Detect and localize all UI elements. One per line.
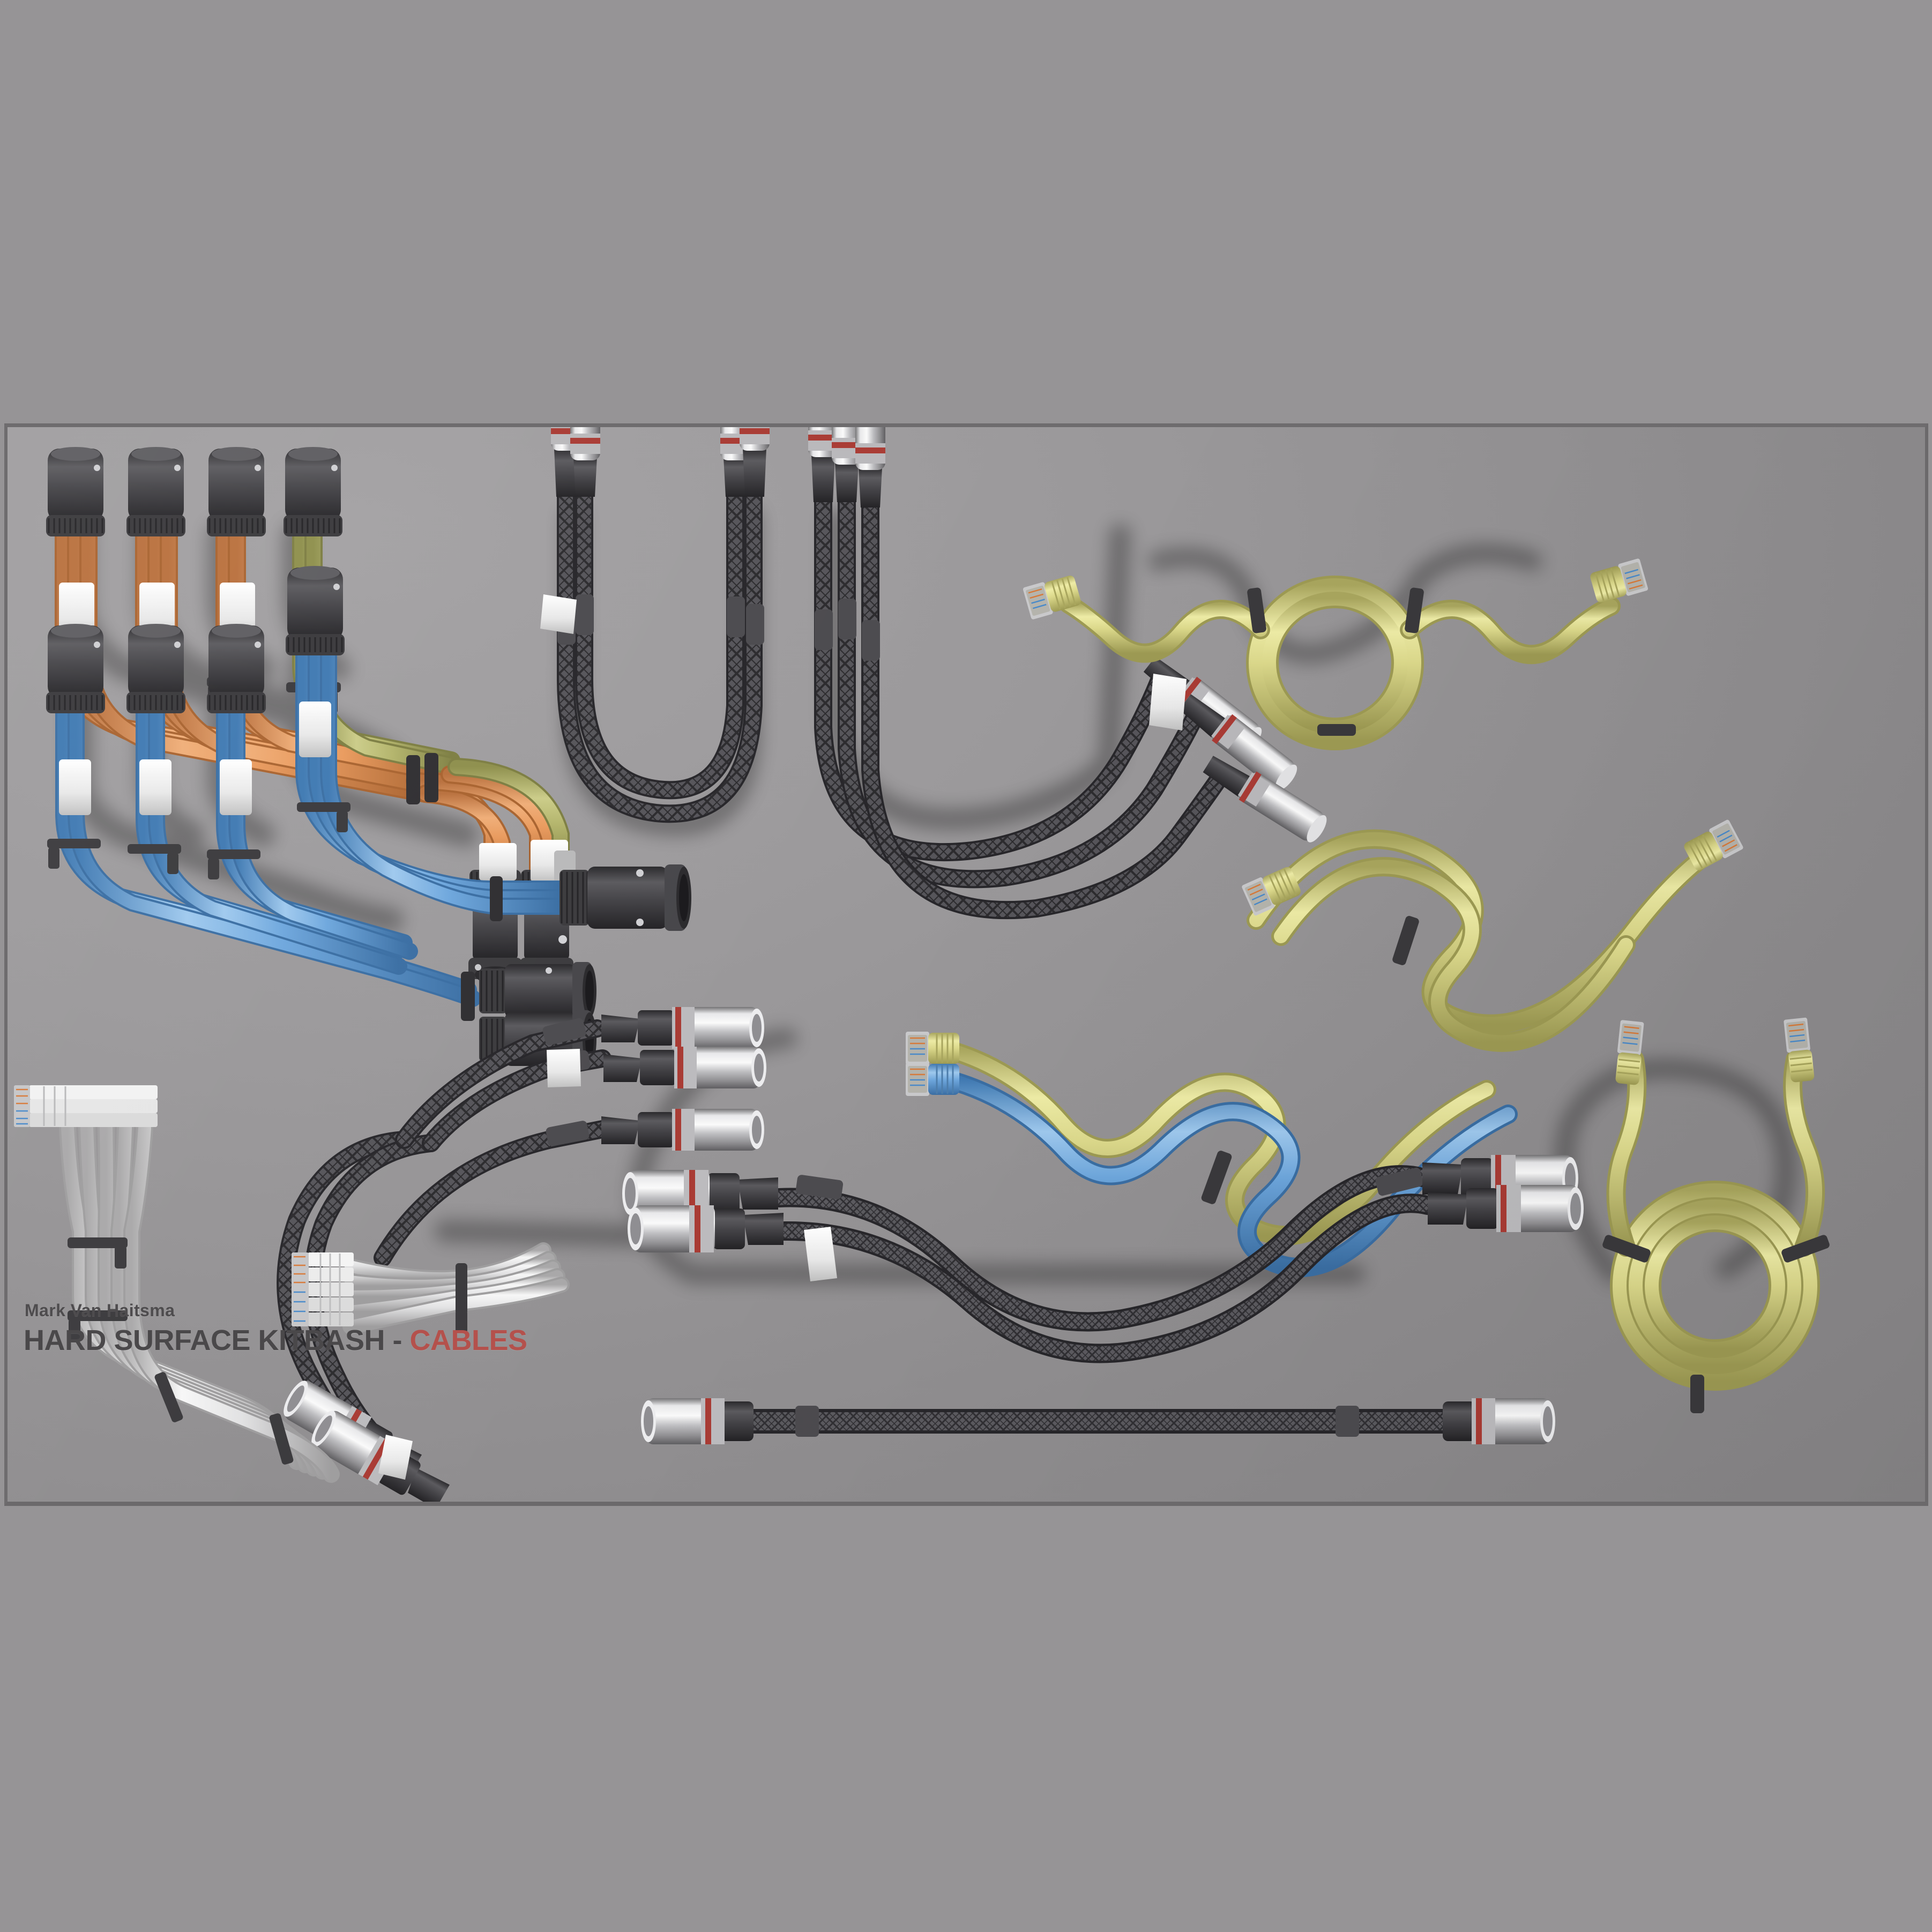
cable-flag-tag [378, 1435, 413, 1480]
zip-tie [1392, 916, 1419, 965]
sleeve-clamp [557, 594, 764, 645]
cable-flag-tag [547, 1049, 581, 1087]
zip-tie [1602, 1235, 1830, 1413]
circular-connector[interactable] [46, 624, 105, 713]
group-yellow-ethernet-coil-top [1023, 558, 1648, 750]
circular-connector[interactable] [126, 624, 185, 713]
rj45-plug[interactable] [1023, 573, 1082, 620]
white-rj45-breakout-a [14, 1085, 340, 1483]
circular-connector-row-top [46, 447, 342, 536]
zip-ties-blue [47, 802, 503, 921]
chrome-connector[interactable] [628, 1205, 784, 1252]
rj45-plug[interactable] [1589, 558, 1648, 605]
group-yellow-ethernet-coil-bottom [1602, 1017, 1830, 1413]
author-name: Mark Van Haitsma [25, 1301, 175, 1320]
group-braided-right-sweeps [808, 427, 1331, 920]
circular-connector[interactable] [126, 447, 185, 536]
rj45-plug[interactable] [1614, 1020, 1645, 1085]
group-braided-long-sweep [622, 1155, 1584, 1363]
chrome-connector[interactable] [855, 427, 885, 508]
heatshrink-labels-blue [59, 702, 331, 815]
chrome-connector[interactable] [1428, 1185, 1584, 1232]
zip-tie [68, 1237, 294, 1465]
chrome-connector[interactable] [603, 1047, 766, 1088]
circular-connector[interactable] [207, 624, 266, 713]
circular-connector-row-mid [46, 566, 345, 713]
circular-connector[interactable] [207, 447, 266, 536]
circular-connector[interactable] [46, 447, 105, 536]
chrome-connector[interactable] [1176, 687, 1302, 795]
chrome-connector[interactable] [1200, 748, 1331, 846]
chrome-connector[interactable] [832, 427, 862, 502]
rj45-cluster[interactable] [292, 1252, 354, 1326]
inline-circular-connector[interactable] [560, 864, 691, 931]
zip-tie-bundle [406, 753, 438, 804]
cable-flag-tag [804, 1227, 837, 1281]
circular-connector[interactable] [286, 566, 345, 655]
circular-connector[interactable] [284, 447, 342, 536]
group-braided-straight-jumper [641, 1398, 1555, 1444]
chrome-connector[interactable] [641, 1398, 754, 1444]
sleeve-clamp [815, 599, 880, 661]
chrome-connector[interactable] [1443, 1398, 1555, 1444]
render-panel: Mark Van Haitsma HARD SURFACE KITBASH - … [4, 423, 1928, 1506]
chrome-connector[interactable] [740, 427, 770, 497]
rj45-plug[interactable] [906, 1032, 959, 1065]
chrome-connector[interactable] [601, 1109, 764, 1151]
chrome-connector[interactable] [570, 427, 600, 497]
sleeve-clamp [795, 1167, 1423, 1199]
chrome-connector[interactable] [808, 427, 838, 502]
caption-block: Mark Van Haitsma HARD SURFACE KITBASH - … [24, 1301, 527, 1357]
group-white-rj45-breakouts [14, 1085, 570, 1483]
group-yellow-ethernet-figure8 [1241, 819, 1744, 1052]
rj45-plug[interactable] [1241, 864, 1303, 916]
chrome-connector[interactable] [601, 1007, 764, 1049]
zip-tie [1201, 1151, 1232, 1204]
group-yellow-blue-ethernet-pair [906, 1032, 1518, 1278]
rj45-plug[interactable] [1682, 819, 1744, 873]
cable-artwork [14, 427, 1830, 1502]
cable-flag-tag [1149, 674, 1187, 730]
group-braided-y-splitter-center [277, 1007, 766, 1502]
zip-tie [456, 1263, 467, 1333]
zip-tie [1247, 587, 1424, 736]
cable-flag-tag [540, 594, 577, 634]
rj45-plug[interactable] [1784, 1017, 1815, 1083]
sleeve-clamp [795, 1406, 1359, 1437]
rj45-plug[interactable] [906, 1063, 959, 1096]
group-braided-u-loop [540, 427, 770, 823]
page-title: HARD SURFACE KITBASH - CABLES [24, 1324, 527, 1357]
rj45-cluster[interactable] [14, 1085, 158, 1127]
white-rj45-breakout-b [292, 1242, 570, 1334]
title-accent: CABLES [409, 1324, 528, 1356]
title-main: HARD SURFACE KITBASH - [24, 1324, 410, 1356]
